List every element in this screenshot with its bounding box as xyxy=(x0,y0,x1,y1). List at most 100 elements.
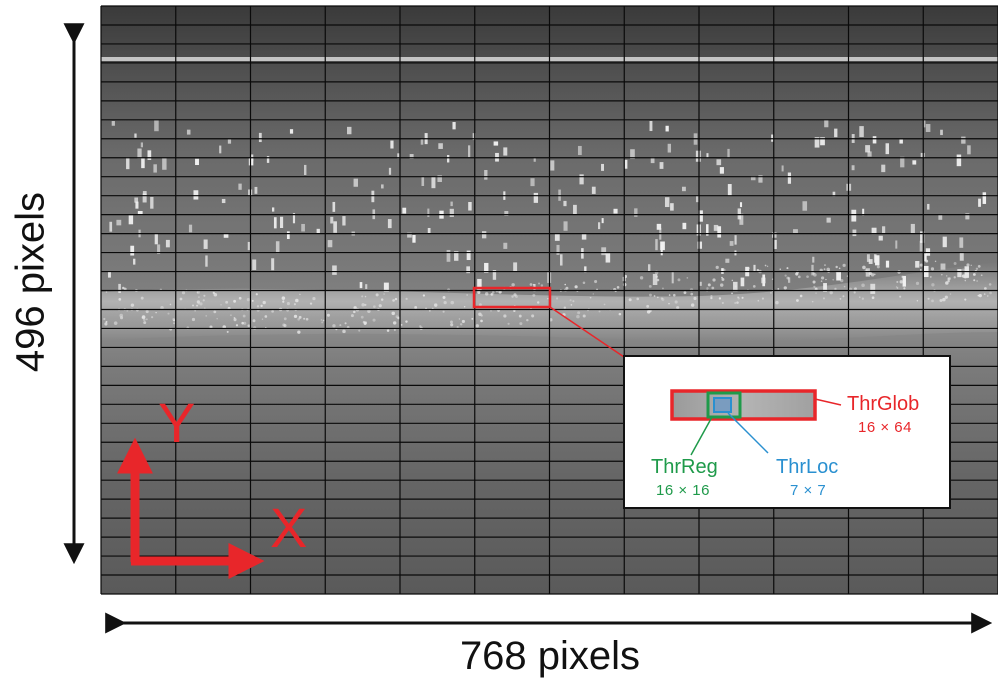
bright-spot xyxy=(851,165,855,171)
bright-spot xyxy=(652,273,658,286)
band-speck xyxy=(711,286,715,290)
band-speck xyxy=(383,293,385,295)
bright-spot xyxy=(649,120,653,132)
selected-tile-marker xyxy=(472,286,552,309)
band-speck xyxy=(721,301,724,305)
band-speck xyxy=(721,276,723,279)
bright-spot xyxy=(142,193,147,203)
band-speck xyxy=(925,268,928,271)
band-speck xyxy=(927,297,930,300)
bright-spot xyxy=(563,200,567,207)
bright-spot xyxy=(466,266,470,274)
bright-spot xyxy=(814,137,820,148)
bright-spot xyxy=(427,227,431,234)
band-speck xyxy=(731,279,734,282)
band-speck xyxy=(835,265,838,269)
bright-spot xyxy=(885,260,890,268)
bright-spot xyxy=(868,259,873,264)
bright-spot xyxy=(109,221,113,232)
band-speck xyxy=(564,283,567,286)
band-speck xyxy=(799,294,803,298)
band-speck xyxy=(490,293,493,296)
bright-spot xyxy=(895,240,898,249)
bright-spot xyxy=(150,196,154,209)
bright-spot xyxy=(421,176,425,186)
bright-spot xyxy=(330,216,334,224)
band-speck xyxy=(941,273,943,276)
band-speck xyxy=(649,293,652,297)
band-speck xyxy=(672,293,676,297)
bright-spot xyxy=(333,221,337,233)
band-speck xyxy=(822,297,825,300)
band-speck xyxy=(235,324,239,327)
bright-spot xyxy=(812,256,815,263)
band-speck xyxy=(443,300,447,305)
bright-spot xyxy=(484,169,488,180)
band-speck xyxy=(761,297,765,300)
bright-spot xyxy=(659,162,664,169)
band-speck xyxy=(540,284,544,287)
band-speck xyxy=(668,294,671,296)
band-speck xyxy=(463,306,466,308)
bright-spot xyxy=(503,242,508,249)
band-speck xyxy=(656,278,660,282)
band-speck xyxy=(582,281,586,285)
band-speck xyxy=(582,314,586,318)
bright-spot xyxy=(412,234,416,243)
band-speck xyxy=(518,314,522,318)
reg-window xyxy=(706,391,742,419)
band-speck xyxy=(532,293,536,297)
reg-name: ThrReg xyxy=(651,456,718,478)
bright-spot xyxy=(388,167,392,175)
band-speck xyxy=(511,295,514,298)
band-speck xyxy=(834,287,837,291)
band-speck xyxy=(344,322,347,325)
bright-spot xyxy=(912,160,917,165)
band-speck xyxy=(414,306,418,309)
bright-spot xyxy=(670,203,674,211)
band-speck xyxy=(832,278,835,281)
band-speck xyxy=(422,294,426,297)
bright-spot xyxy=(342,216,346,226)
bright-spot xyxy=(271,258,275,271)
band-speck xyxy=(814,287,818,291)
bright-spot xyxy=(205,255,208,267)
bright-spot xyxy=(697,241,703,249)
band-speck xyxy=(592,293,595,295)
band-speck xyxy=(360,315,364,319)
band-speck xyxy=(710,296,713,300)
band-speck xyxy=(963,275,967,279)
band-speck xyxy=(309,302,313,305)
band-speck xyxy=(977,264,981,268)
band-speck xyxy=(690,292,694,296)
band-speck xyxy=(757,299,760,302)
tile-grid xyxy=(100,5,998,595)
bright-spot xyxy=(865,268,870,277)
bright-spot xyxy=(446,249,451,262)
band-speck xyxy=(977,294,980,297)
bright-spot xyxy=(919,240,924,252)
bright-spot xyxy=(870,283,876,294)
band-speck xyxy=(297,317,301,321)
band-speck xyxy=(961,268,965,272)
band-speck xyxy=(442,296,446,299)
band-speck xyxy=(813,273,817,277)
bright-spot xyxy=(353,178,358,187)
inset-drawing xyxy=(670,389,842,456)
bright-spot xyxy=(834,128,838,138)
band-speck xyxy=(141,316,144,319)
bright-spot xyxy=(359,282,363,289)
band-speck xyxy=(242,314,246,318)
band-speck xyxy=(868,271,872,275)
band-speck xyxy=(378,304,382,308)
band-speck xyxy=(271,309,274,313)
band-speck xyxy=(312,296,316,301)
band-speck xyxy=(876,265,880,269)
band-speck xyxy=(820,276,825,280)
bright-spot xyxy=(762,274,766,287)
band-speck xyxy=(707,283,711,287)
bright-spot xyxy=(275,241,280,254)
bright-spot xyxy=(579,174,584,185)
bright-spot xyxy=(771,134,775,142)
band-speck xyxy=(862,265,866,270)
